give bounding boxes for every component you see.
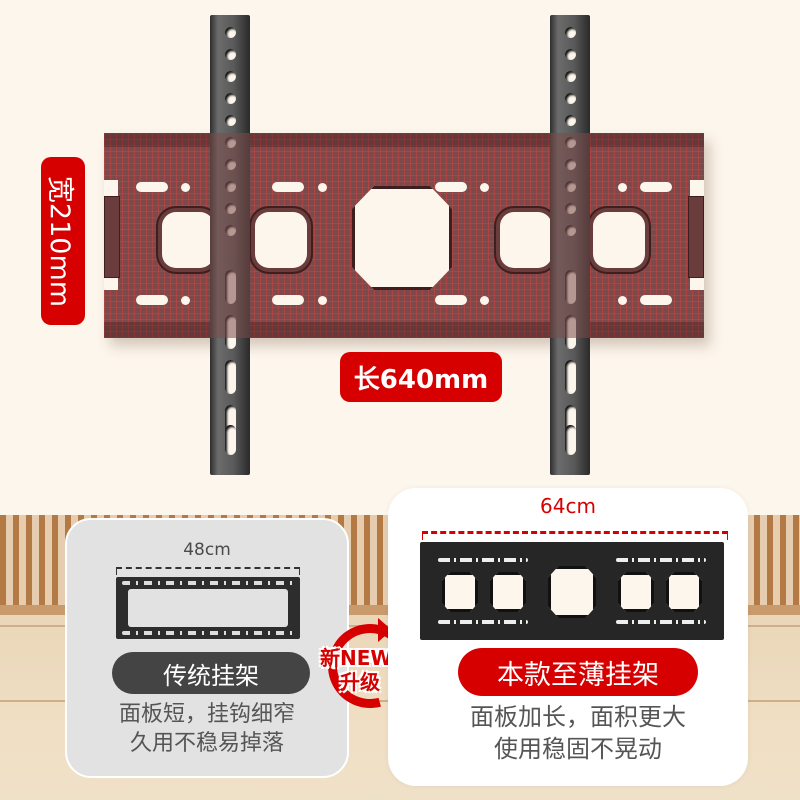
- rail-hole: [225, 27, 236, 38]
- length-dimension-label: 长640mm: [353, 364, 489, 395]
- plate-square-cutout: [162, 212, 214, 268]
- rail-slot: [565, 405, 576, 439]
- rail-hole: [565, 49, 576, 60]
- new-dimension-label: 64cm: [540, 494, 596, 518]
- new-bracket-title: 本款至薄挂架: [497, 659, 659, 691]
- new-bracket-center-cutout: [548, 566, 596, 618]
- bracket-plate-bottom-lip: [104, 322, 704, 338]
- new-bracket-slot-row: [616, 620, 706, 624]
- plate-hole: [181, 296, 190, 305]
- plate-hole: [318, 296, 327, 305]
- badge-new-label: 新NEW: [320, 646, 393, 670]
- rail-slot: [565, 360, 576, 394]
- plate-hole: [318, 183, 327, 192]
- rail-hole: [565, 71, 576, 82]
- plate-side-tab-left: [104, 196, 120, 278]
- traditional-bracket-description: 面板短，挂钩细窄 久用不稳易掉落: [67, 700, 347, 758]
- rail-slot: [225, 425, 236, 455]
- old-bracket-slot-row: [122, 581, 294, 585]
- plate-side-tab-right: [688, 196, 704, 278]
- new-bracket-pill: 本款至薄挂架: [458, 648, 698, 696]
- width-dimension-label: 宽210mm: [44, 175, 76, 307]
- old-dimension-line: [116, 567, 300, 575]
- plate-center-octagon-cutout: [352, 186, 452, 290]
- plate-hole: [181, 183, 190, 192]
- rail-slot: [225, 405, 236, 439]
- plate-slot: [435, 182, 467, 192]
- new-bracket-image: [420, 542, 724, 640]
- bracket-plate-top-lip: [104, 133, 704, 147]
- traditional-bracket-title: 传统挂架: [163, 661, 259, 690]
- plate-slot: [640, 182, 672, 192]
- plate-hole: [480, 183, 489, 192]
- traditional-desc-line2: 久用不稳易掉落: [129, 731, 284, 757]
- plate-square-cutout: [593, 212, 645, 268]
- traditional-bracket-pill: 传统挂架: [112, 652, 310, 694]
- badge-upgrade-label: 升级: [340, 670, 380, 694]
- plate-slot: [136, 182, 168, 192]
- new-desc-line2: 使用稳固不晃动: [494, 734, 662, 763]
- new-bracket-slot-row: [438, 558, 528, 562]
- traditional-bracket-card: 48cm 传统挂架 面板短，挂钩细窄 久用不稳易掉落: [65, 518, 349, 778]
- new-bracket-description: 面板加长，面积更大 使用稳固不晃动: [388, 702, 768, 765]
- plate-hole: [618, 183, 627, 192]
- main-bracket-illustration: 宽210mm 长640mm: [41, 15, 704, 475]
- new-bracket-cutout: [618, 572, 654, 612]
- plate-hole: [618, 296, 627, 305]
- plate-slot: [136, 295, 168, 305]
- rail-slot: [225, 360, 236, 394]
- new-bracket-slot-row: [438, 620, 528, 624]
- plate-square-cutout: [500, 212, 552, 268]
- rail-hole: [225, 93, 236, 104]
- plate-slot: [272, 182, 304, 192]
- plate-slot: [435, 295, 467, 305]
- rail-hole: [225, 71, 236, 82]
- new-bracket-cutout: [490, 572, 526, 612]
- width-dimension-tag: 宽210mm: [41, 157, 85, 325]
- new-bracket-card: 64cm 本款至薄挂架 面板加长，面积更大 使用稳固不晃动: [388, 488, 748, 786]
- new-bracket-cutout: [442, 572, 478, 612]
- plate-overlap-left: [210, 133, 250, 338]
- new-bracket-slot-row: [616, 558, 706, 562]
- new-upgrade-badge: 新NEW 升级: [312, 608, 428, 724]
- rail-hole: [565, 27, 576, 38]
- rail-hole: [565, 115, 576, 126]
- plate-overlap-right: [550, 133, 590, 338]
- old-bracket-cutout: [128, 589, 288, 627]
- old-bracket-image: [116, 577, 300, 639]
- new-desc-line1: 面板加长，面积更大: [470, 703, 686, 731]
- plate-slot: [272, 295, 304, 305]
- plate-square-cutout: [255, 212, 307, 268]
- new-dimension-line: [422, 531, 728, 540]
- plate-hole: [480, 296, 489, 305]
- new-bracket-cutout: [666, 572, 702, 612]
- traditional-desc-line1: 面板短，挂钩细窄: [118, 702, 295, 727]
- old-dimension-label: 48cm: [183, 540, 231, 560]
- rail-hole: [225, 115, 236, 126]
- length-dimension-tag: 长640mm: [340, 352, 502, 402]
- rail-hole: [565, 93, 576, 104]
- rail-hole: [225, 49, 236, 60]
- old-bracket-slot-row: [122, 631, 294, 635]
- plate-slot: [640, 295, 672, 305]
- rail-slot: [565, 425, 576, 455]
